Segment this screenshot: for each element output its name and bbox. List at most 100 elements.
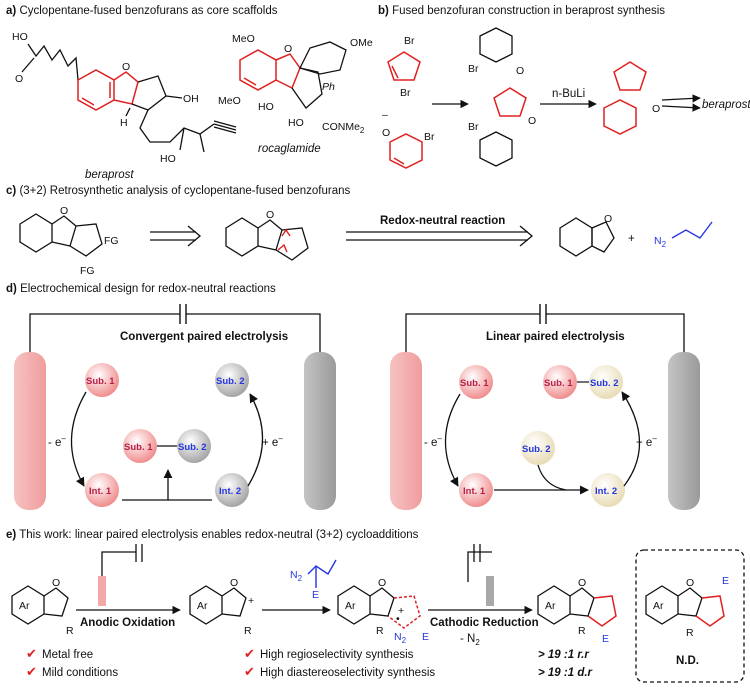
svg-text:High regioselectivity synthesi: High regioselectivity synthesis <box>260 649 414 661</box>
svg-text:HO: HO <box>288 117 304 129</box>
svg-text:Br: Br <box>424 131 435 143</box>
svg-text:Int. 2: Int. 2 <box>595 486 617 497</box>
svg-text:O: O <box>15 73 23 85</box>
svg-text:Sub. 2: Sub. 2 <box>590 378 619 389</box>
svg-text:+: + <box>628 233 635 245</box>
svg-text:Ar: Ar <box>197 600 208 612</box>
svg-text:O: O <box>382 127 390 139</box>
bullet-list: ✔ Metal free ✔ Mild conditions ✔ High re… <box>26 646 435 679</box>
svg-text:Sub. 1: Sub. 1 <box>460 378 489 389</box>
anode-electrode <box>14 352 46 510</box>
svg-text:+ e–: + e– <box>636 434 657 449</box>
svg-text:CONMe2: CONMe2 <box>322 121 365 135</box>
check-icon: ✔ <box>244 664 255 679</box>
panel-e-scheme: Ar O R Anodic Oxidation Ar O + R N2 E Ar… <box>11 544 745 683</box>
svg-text:Convergent paired electrolysis: Convergent paired electrolysis <box>120 331 288 343</box>
svg-text:O: O <box>230 577 238 589</box>
rr-result: > 19 :1 r.r <box>538 649 589 661</box>
cathode-electrode-2 <box>668 352 700 510</box>
svg-text:- e–: - e– <box>48 434 66 449</box>
check-icon: ✔ <box>26 664 37 679</box>
svg-text:N2: N2 <box>654 235 667 249</box>
panel-c-scheme: O FG FG O Redox-neutral reaction O + N2 <box>19 205 713 277</box>
svg-text:+: + <box>248 595 254 607</box>
svg-text:Sub. 2: Sub. 2 <box>178 442 207 453</box>
check-icon: ✔ <box>244 646 255 661</box>
svg-text:E: E <box>722 575 729 587</box>
anode-electrode-2 <box>390 352 422 510</box>
panel-c-title: c) (3+2) Retrosynthetic analysis of cycl… <box>6 185 350 197</box>
svg-text:R: R <box>66 625 74 637</box>
svg-text:E: E <box>422 631 429 643</box>
svg-text:Ar: Ar <box>345 600 356 612</box>
check-icon: ✔ <box>26 646 37 661</box>
svg-text:Ar: Ar <box>545 600 556 612</box>
svg-text:Mild conditions: Mild conditions <box>42 667 118 679</box>
svg-text:O: O <box>686 577 694 589</box>
beraprost-structure: HO O O OH H HO beraprost <box>12 31 237 181</box>
nd-label: N.D. <box>676 655 699 667</box>
svg-text:Br: Br <box>468 121 479 133</box>
svg-text:Ar: Ar <box>19 600 30 612</box>
cathode-electrode <box>304 352 336 510</box>
panel-e-title: e) This work: linear paired electrolysis… <box>6 529 419 541</box>
svg-text:HO: HO <box>160 153 176 165</box>
svg-text:High diastereoselectivity synt: High diastereoselectivity synthesis <box>260 667 435 679</box>
panel-b-scheme: Br Br – O Br Br O O Br n-BuLi O berapros… <box>382 27 750 169</box>
svg-text:Ar: Ar <box>653 600 664 612</box>
svg-text:E: E <box>312 589 319 601</box>
svg-text:O: O <box>652 103 660 115</box>
beraprost-target: beraprost <box>702 99 750 111</box>
svg-text:Br: Br <box>400 87 411 99</box>
svg-text:O: O <box>528 115 536 127</box>
nbuli-label: n-BuLi <box>552 88 585 100</box>
svg-text:- e–: - e– <box>424 434 442 449</box>
svg-text:O: O <box>122 61 130 73</box>
svg-text:R: R <box>578 625 586 637</box>
svg-text:O: O <box>60 205 68 217</box>
anodic-oxidation-label: Anodic Oxidation <box>80 617 175 629</box>
svg-text:N2: N2 <box>394 631 407 645</box>
svg-text:+: + <box>398 605 404 617</box>
svg-text:OMe: OMe <box>350 37 373 49</box>
panel-b-title: b) Fused benzofuran construction in bera… <box>378 5 665 17</box>
svg-text:- N2: - N2 <box>460 633 480 647</box>
svg-text:N2: N2 <box>290 569 303 583</box>
convergent-electrolysis: Convergent paired electrolysis Sub. 1 Su… <box>14 304 336 510</box>
linear-electrolysis: Linear paired electrolysis Sub. 1 Sub. 1… <box>390 304 700 510</box>
svg-text:Sub. 1: Sub. 1 <box>124 442 153 453</box>
svg-text:•: • <box>396 613 400 625</box>
svg-text:R: R <box>244 625 252 637</box>
rocaglamide-label: rocaglamide <box>258 143 321 155</box>
panel-d-title: d) Electrochemical design for redox-neut… <box>6 283 276 295</box>
svg-text:Br: Br <box>468 63 479 75</box>
panel-a-title: a) Cyclopentane-fused benzofurans as cor… <box>6 5 278 17</box>
svg-text:O: O <box>266 209 274 221</box>
svg-text:OH: OH <box>183 93 199 105</box>
svg-text:Sub. 1: Sub. 1 <box>544 378 573 389</box>
svg-text:R: R <box>686 627 694 639</box>
svg-text:O: O <box>578 577 586 589</box>
svg-text:Metal free: Metal free <box>42 649 93 661</box>
svg-text:FG: FG <box>104 235 119 247</box>
svg-text:O: O <box>52 577 60 589</box>
svg-text:O: O <box>516 65 524 77</box>
svg-text:Ph: Ph <box>322 81 335 93</box>
svg-text:Int. 1: Int. 1 <box>89 486 112 497</box>
svg-text:HO: HO <box>12 31 28 43</box>
svg-text:FG: FG <box>80 265 95 277</box>
svg-text:O: O <box>604 213 612 225</box>
nd-box <box>635 549 745 683</box>
svg-text:+ e–: + e– <box>262 434 283 449</box>
svg-text:HO: HO <box>258 101 274 113</box>
svg-text:R: R <box>376 625 384 637</box>
svg-text:MeO: MeO <box>232 33 255 45</box>
dr-result: > 19 :1 d.r <box>538 667 593 679</box>
svg-text:Sub. 2: Sub. 2 <box>522 444 551 455</box>
svg-text:MeO: MeO <box>218 95 241 107</box>
svg-text:O: O <box>378 577 386 589</box>
svg-text:–: – <box>382 109 388 121</box>
svg-text:Br: Br <box>404 35 415 47</box>
svg-text:Int. 2: Int. 2 <box>219 486 241 497</box>
